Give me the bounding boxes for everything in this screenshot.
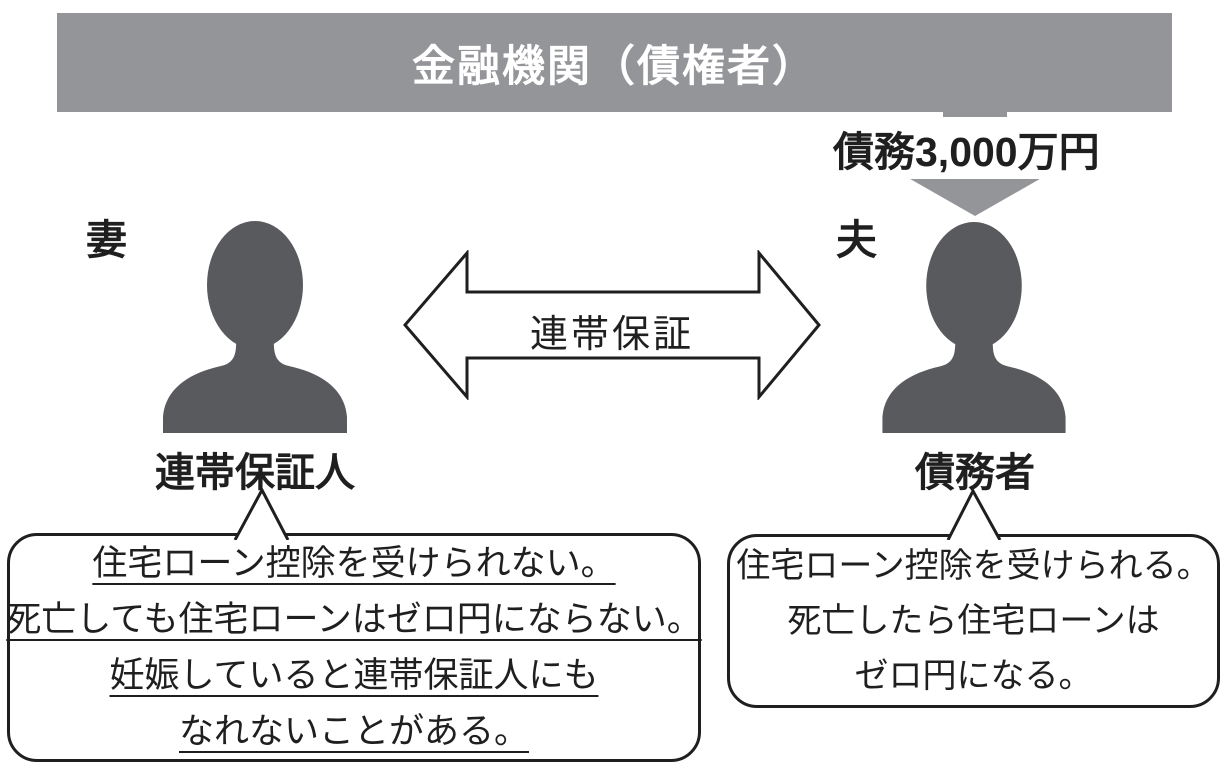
husband-tag: 夫 [836, 217, 877, 263]
bubble-line: ゼロ円になる。 [854, 656, 1093, 695]
bubble-line: 住宅ローン控除を受けられない。 [92, 543, 616, 583]
bubble-line: なれないことがある。 [178, 711, 529, 751]
husband-bubble-pointer-icon [946, 489, 1002, 540]
bubble-line: 住宅ローン控除を受けられる。 [736, 546, 1211, 585]
wife-person-silhouette-icon [163, 221, 347, 433]
husband-speech-bubble: 住宅ローン控除を受けられる。 死亡したら住宅ローンは ゼロ円になる。 [727, 534, 1220, 708]
bubble-line: 死亡しても住宅ローンはゼロ円にならない。 [6, 599, 702, 639]
relation-label: 連帯保証 [529, 314, 694, 356]
wife-speech-bubble: 住宅ローン控除を受けられない。 死亡しても住宅ローンはゼロ円にならない。 妊娠し… [6, 533, 702, 762]
wife-role-label: 連帯保証人 [155, 451, 355, 495]
debt-arrow-down-icon [898, 172, 1052, 216]
bubble-line: 妊娠していると連帯保証人にも [109, 655, 599, 695]
wife-tag: 妻 [86, 217, 127, 263]
double-arrow-icon [403, 250, 821, 400]
husband-person-silhouette-icon [882, 222, 1066, 433]
bubble-line: 死亡したら住宅ローンは [787, 601, 1160, 640]
wife-bubble-pointer-icon [233, 488, 290, 540]
bank-label: 金融機関（債権者） [412, 42, 817, 91]
husband-role-label: 債務者 [915, 451, 1035, 495]
debt-amount-label: 債務3,000万円 [830, 117, 1103, 179]
bank-banner: 金融機関（債権者） [57, 13, 1172, 112]
